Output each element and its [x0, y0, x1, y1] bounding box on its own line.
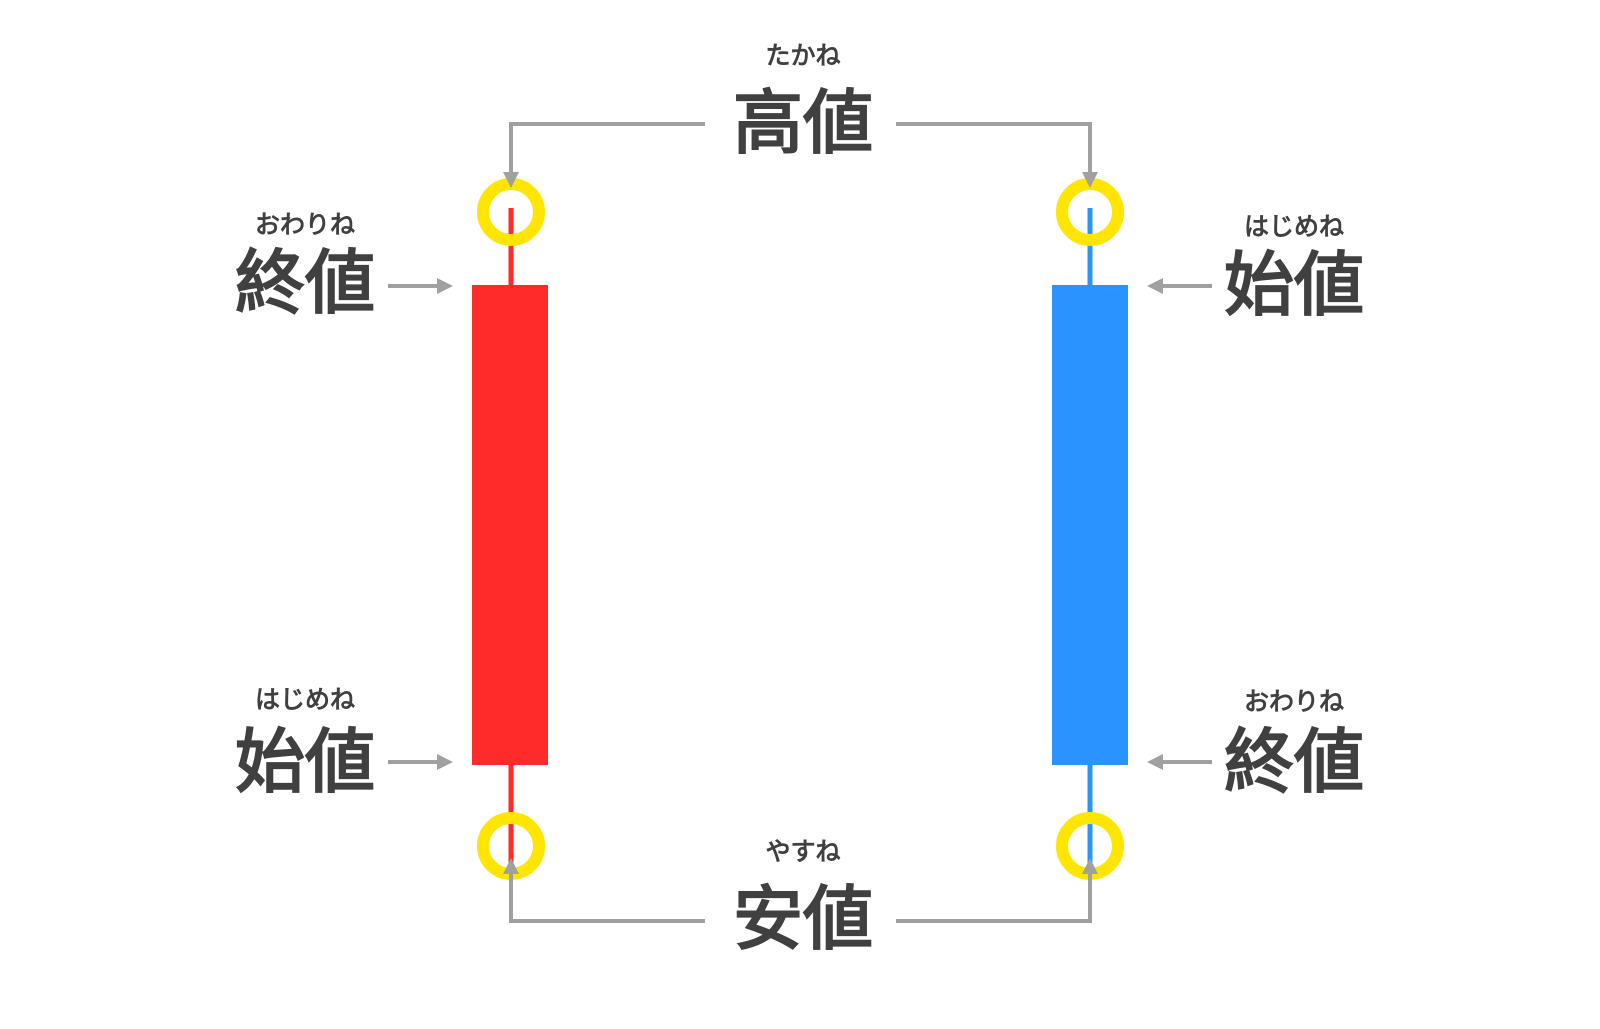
- left-top-label: 終値: [235, 242, 375, 324]
- bullish-candle: [472, 178, 548, 880]
- low-connector-left: [503, 858, 705, 923]
- high-label: 高値: [733, 82, 873, 164]
- high-connector-right: [896, 122, 1098, 188]
- right-top-reading: はじめね: [1244, 212, 1344, 241]
- left-bottom-reading: はじめね: [255, 685, 355, 714]
- high-connector-left: [503, 122, 705, 188]
- right-bottom-reading: おわりね: [1244, 687, 1344, 716]
- left-bottom-label: 始値: [235, 721, 375, 803]
- low-reading: やすね: [765, 837, 840, 866]
- candle-body: [472, 285, 548, 765]
- candle-body: [1052, 285, 1128, 765]
- low-connector-right: [896, 858, 1098, 923]
- high-reading: たかね: [765, 41, 840, 70]
- right-bottom-label: 終値: [1224, 721, 1364, 803]
- left-top-reading: おわりね: [255, 210, 355, 239]
- right-top-label: 始値: [1224, 244, 1364, 326]
- low-label: 安値: [733, 878, 873, 960]
- bearish-candle: [1052, 178, 1128, 880]
